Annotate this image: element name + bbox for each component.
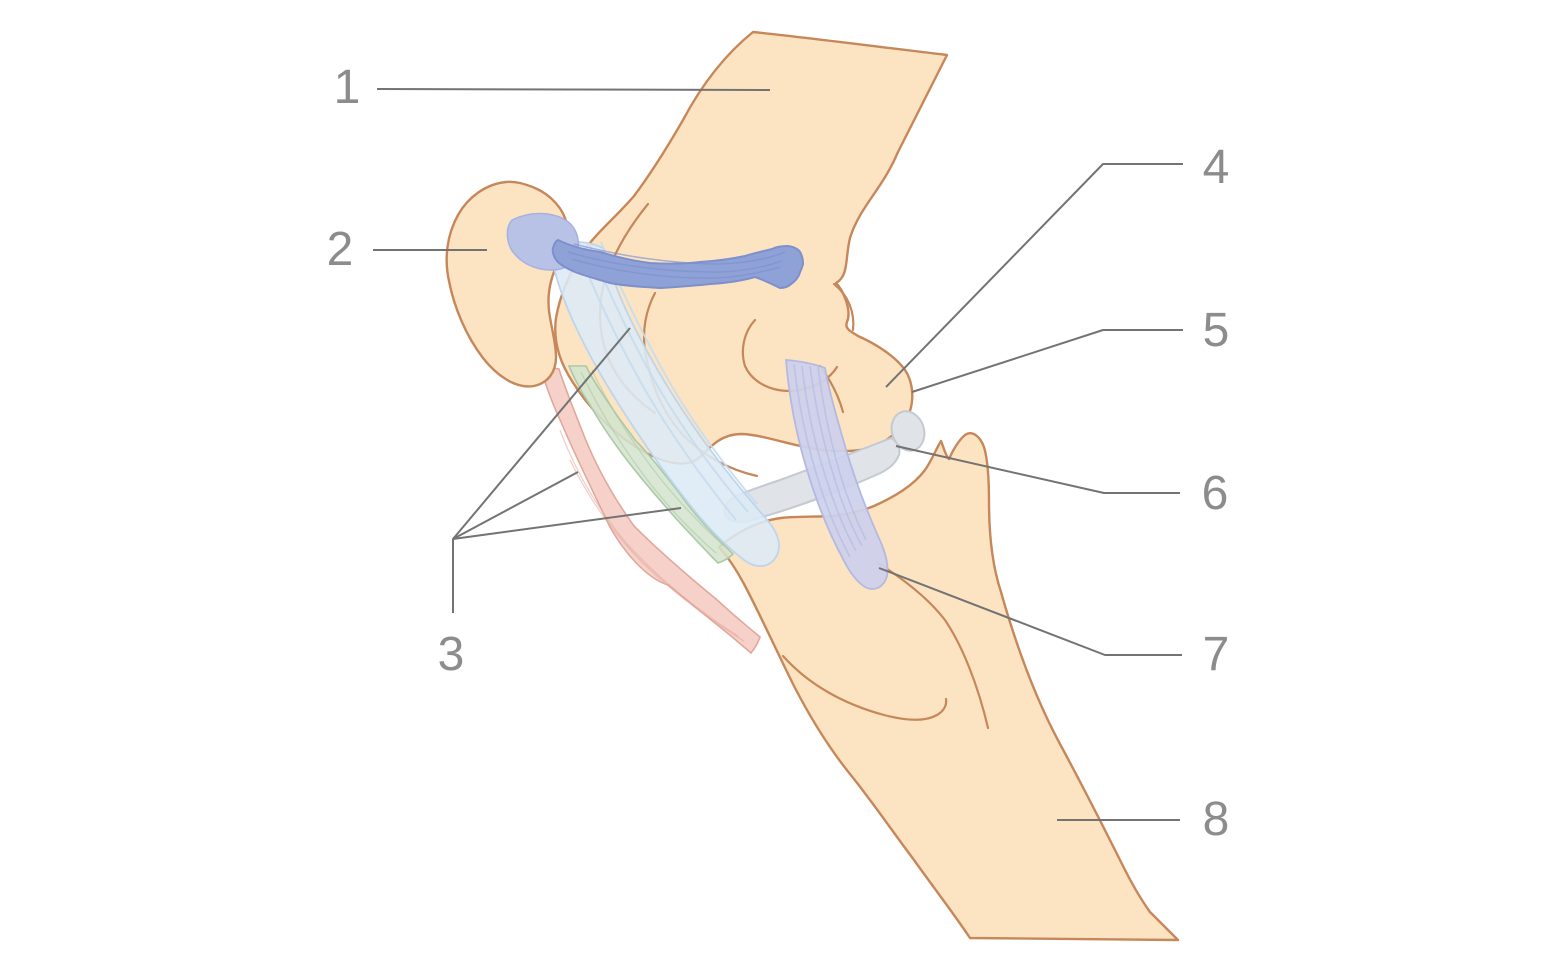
leader-line-3 <box>452 471 579 540</box>
dark-blue-ligament-stripe <box>571 258 781 279</box>
lower-bone-crescent-contour <box>781 654 948 721</box>
leader-lines <box>373 88 1183 821</box>
pink-ligament <box>538 366 761 655</box>
lavender-ligament-stripe <box>817 366 867 541</box>
dark-blue-ligament-stripe <box>567 251 783 273</box>
leader-line-3 <box>452 507 682 540</box>
label-8: 8 <box>1202 793 1230 846</box>
label-6: 6 <box>1201 467 1229 520</box>
lavender-ligament-stripe <box>793 363 851 558</box>
label-3: 3 <box>437 628 465 681</box>
leader-line-4 <box>885 163 1183 388</box>
label-7: 7 <box>1202 628 1230 681</box>
dark-blue-ligament <box>506 212 804 289</box>
green-ligament-stripe <box>580 371 717 554</box>
light-blue-ligament <box>553 241 780 567</box>
light-blue-ligament-stripe <box>600 241 758 505</box>
light-blue-ligament-stripe <box>577 249 737 521</box>
leader-line-6 <box>895 445 1180 494</box>
dark-blue-ligament-stripe <box>573 243 786 265</box>
pink-ligament-stripe <box>569 459 745 642</box>
upper-bone <box>554 30 949 465</box>
lower-bone-ridge-contour <box>876 561 990 730</box>
label-1: 1 <box>333 61 361 114</box>
leader-line-7 <box>878 567 1182 656</box>
upper-bone-condyle-fold-contour <box>832 282 855 332</box>
pink-ligament-band <box>538 366 761 655</box>
label-5: 5 <box>1202 304 1230 357</box>
light-blue-ligament-stripe <box>589 245 749 513</box>
lower-bone <box>717 432 1180 942</box>
green-ligament-stripe <box>591 369 725 547</box>
lavender-ligament-stripe <box>801 365 857 552</box>
lavender-ligament-stripe <box>809 365 863 547</box>
leader-line-1 <box>376 88 771 91</box>
pink-ligament-stripe <box>559 429 739 637</box>
label-4: 4 <box>1202 141 1230 194</box>
lavender-ligament <box>785 359 889 590</box>
rounded-bone <box>445 180 569 388</box>
green-ligament <box>567 365 735 564</box>
label-2: 2 <box>326 223 354 276</box>
leader-line-5 <box>911 329 1183 393</box>
